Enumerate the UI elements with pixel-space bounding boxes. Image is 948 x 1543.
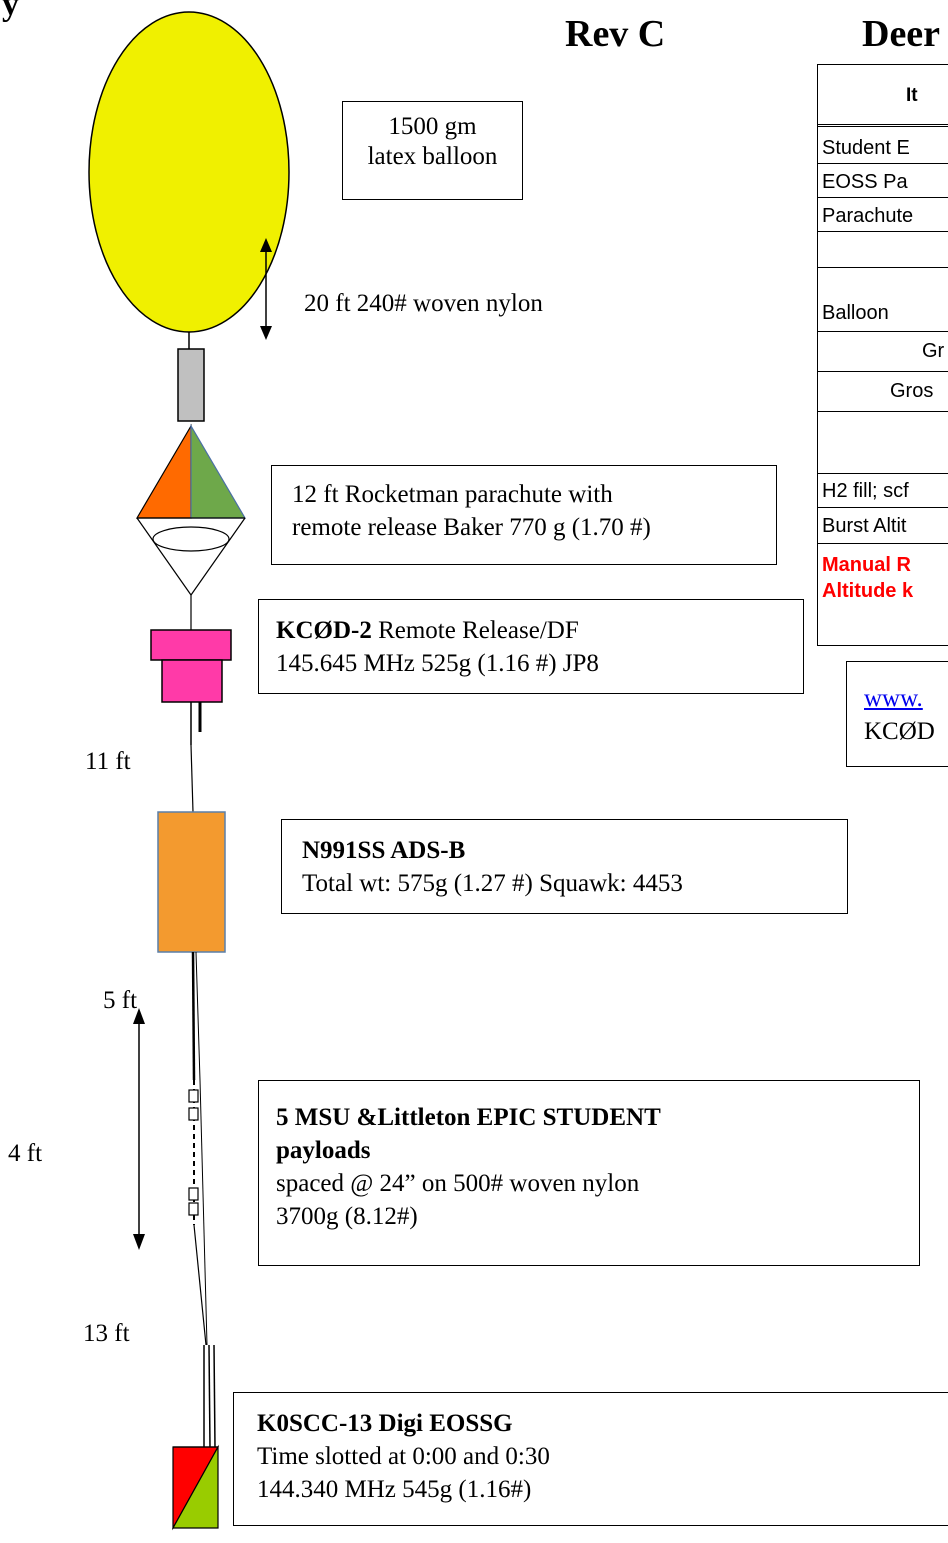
link-box-line2: KCØD [864,718,935,745]
remote-release-box: KCØD-2 Remote Release/DF 145.645 MHz 525… [258,599,804,694]
table-row-blank1 [818,232,948,268]
parachute-note-box: 12 ft Rocketman parachute with remote re… [271,465,777,565]
balloon-note-line2: latex balloon [367,143,498,170]
tether-length-arrow [260,238,272,340]
student-title1: 5 MSU &Littleton EPIC STUDENT [276,1104,661,1131]
parachute-right-panel [190,423,247,519]
table-row-gross1: Gr [818,332,948,372]
page-title-partial: Deer [862,13,941,55]
adsb-title: N991SS ADS-B [302,837,466,864]
balloon-note-box: 1500 gm latex balloon [342,101,523,200]
student-string-arrow [133,1008,145,1250]
gray-connector [177,348,205,422]
parachute-note-line1: 12 ft Rocketman parachute with [292,481,613,508]
student-line3: spaced @ 24” on 500# woven nylon [276,1170,640,1197]
table-warning-line1: Manual R [822,554,911,576]
remote-release-top [150,629,232,661]
tether-note: 20 ft 240# woven nylon [304,290,543,317]
table-warning-line2: Altitude k [822,580,914,602]
parachute-note-line2: remote release Baker 770 g (1.70 #) [292,514,651,541]
table-row-burst: Burst Altit [818,508,948,544]
table-row-blank2 [818,412,948,474]
website-link[interactable]: www. [864,685,923,712]
revision-label: Rev C [565,13,666,55]
digi-title: K0SCC-13 Digi EOSSG [257,1410,513,1437]
release-callsign: KCØD-2 [276,617,372,644]
table-header: It [818,65,948,127]
distance-4ft: 4 ft [8,1140,43,1167]
student-line4: 3700g (8.12#) [276,1203,418,1230]
table-row-parachute: Parachute [818,198,948,232]
table-row-eoss: EOSS Pa [818,164,948,198]
adsb-payload [157,811,226,953]
adsb-line2: Total wt: 575g (1.27 #) Squawk: 4453 [302,870,683,897]
balloon-shape [88,11,290,333]
balloon-note-line1: 1500 gm [388,113,477,140]
student-payload-box: 5 MSU &Littleton EPIC STUDENT payloads s… [258,1080,920,1266]
adsb-box: N991SS ADS-B Total wt: 575g (1.27 #) Squ… [281,819,848,914]
digi-line3: 144.340 MHz 545g (1.16#) [257,1476,532,1503]
weight-table: It Student E EOSS Pa Parachute Balloon G… [817,64,948,646]
table-row-gross2: Gros [818,372,948,412]
parachute-left-panel [135,423,192,519]
top-left-partial-text: y [2,0,19,23]
distance-11ft: 11 ft [85,748,131,775]
table-row-student: Student E [818,130,948,164]
table-row-balloon: Balloon [818,268,948,332]
digi-box: K0SCC-13 Digi EOSSG Time slotted at 0:00… [233,1392,948,1526]
digi-line2: Time slotted at 0:00 and 0:30 [257,1443,550,1470]
distance-5ft: 5 ft [103,987,138,1014]
digi-payload-green [171,1444,219,1529]
table-row-h2: H2 fill; scf [818,474,948,508]
link-box: www. KCØD [846,661,948,767]
distance-13ft: 13 ft [83,1320,130,1347]
release-line2: 145.645 MHz 525g (1.16 #) JP8 [276,650,599,677]
student-title2: payloads [276,1137,371,1164]
remote-release-body [161,659,223,703]
release-line1-rest: Remote Release/DF [371,617,579,644]
